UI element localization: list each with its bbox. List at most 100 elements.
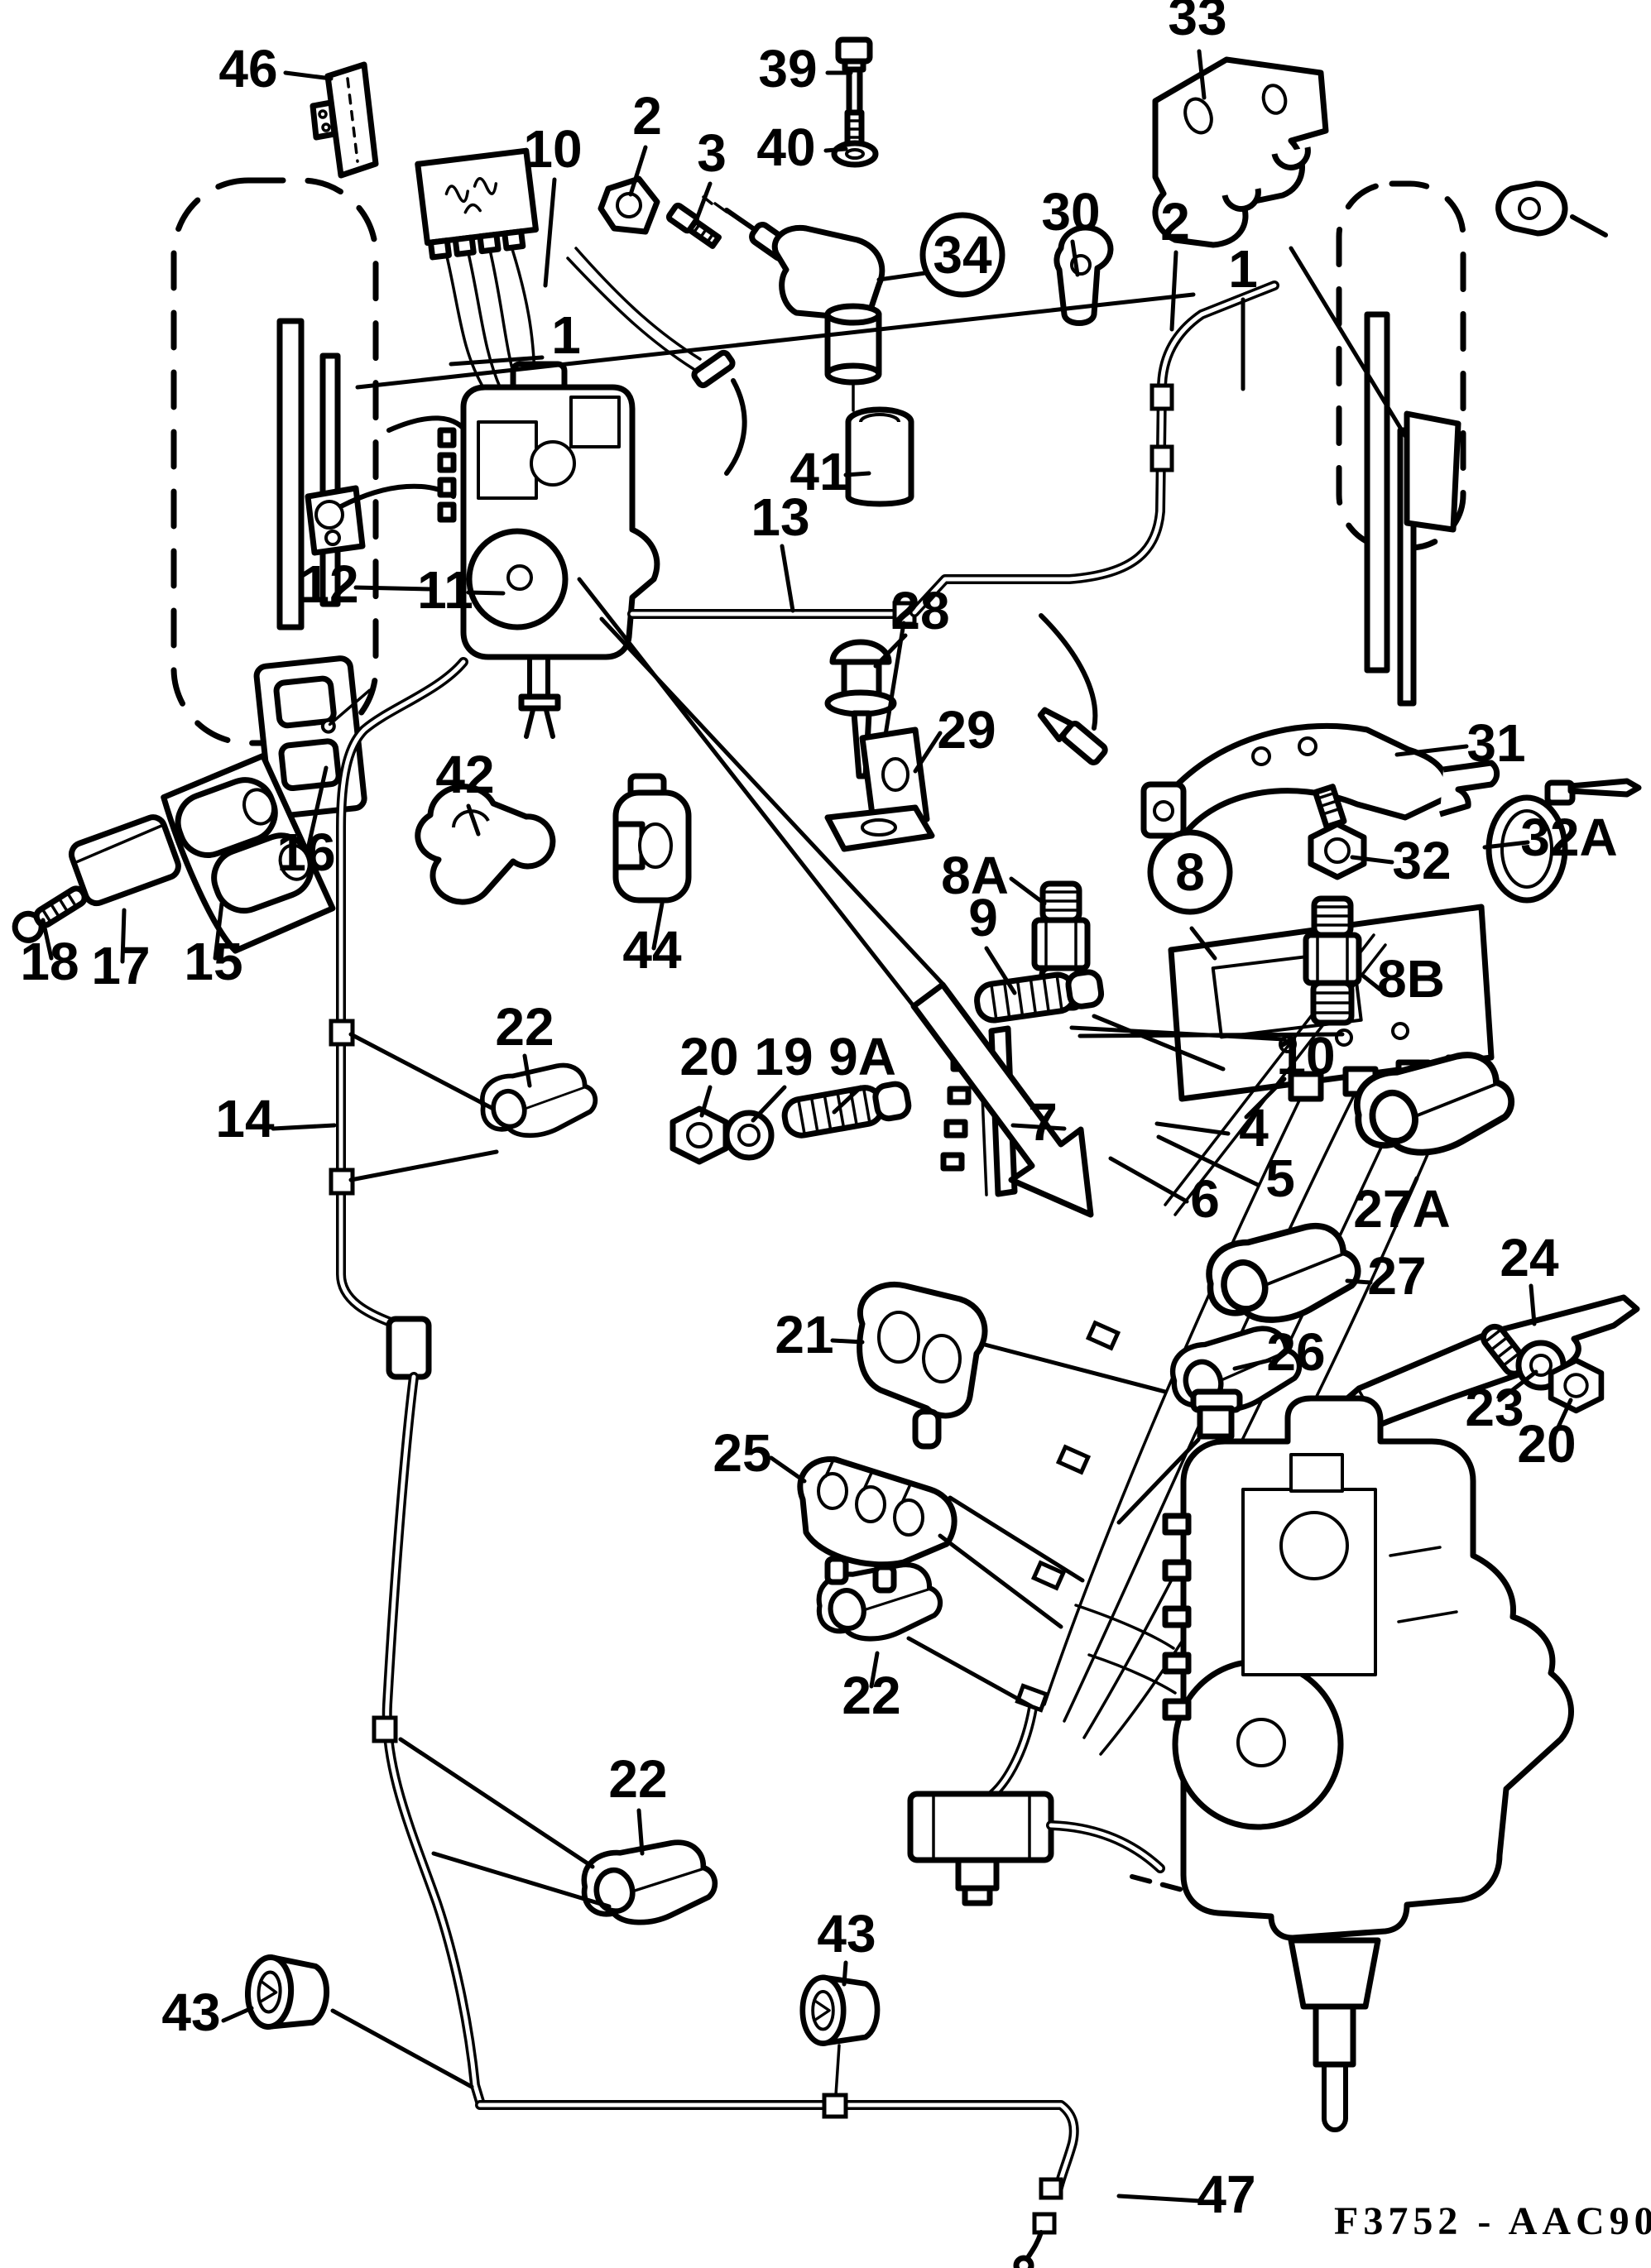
sleeve-41: [845, 406, 914, 507]
pipe-connector-box: [415, 147, 747, 476]
leader-line: [1116, 2194, 1202, 2203]
callout-8A: 8A: [941, 846, 1009, 905]
callout-26: 26: [1266, 1322, 1325, 1382]
clip-22b: [581, 1840, 717, 1926]
callout-22b: 22: [608, 1749, 667, 1809]
leader-line: [283, 70, 334, 81]
bracket-33: [1152, 56, 1329, 248]
callout-8B: 8B: [1377, 949, 1445, 1009]
bracket-29: [824, 726, 935, 852]
leader-line: [842, 1960, 848, 1987]
leader-line: [832, 1085, 863, 1115]
leader-line: [305, 765, 329, 851]
leader-line: [1394, 744, 1469, 757]
callout-2b: 2: [1160, 192, 1190, 252]
callout-1a: 1: [551, 305, 581, 365]
leader-line: [843, 471, 871, 477]
callout-29: 29: [937, 700, 996, 760]
callout-14: 14: [215, 1089, 275, 1148]
callout-20b: 20: [1517, 1414, 1576, 1474]
clamp-44: [612, 773, 692, 904]
leader-line: [780, 544, 795, 613]
leader-line: [1345, 1278, 1373, 1285]
leader-line: [120, 908, 127, 964]
leader-line: [330, 2008, 474, 2089]
right-pipe-bundle: [988, 1082, 1460, 1799]
bushing-43-stem: [834, 2044, 841, 2097]
fitting-8B: [1306, 899, 1359, 1023]
callout-47: 47: [1197, 2165, 1255, 2224]
clip-42: [415, 784, 556, 905]
leader-line: [913, 731, 943, 774]
leader-line: [869, 1651, 880, 1689]
callout-4: 4: [1239, 1098, 1269, 1158]
callout-25: 25: [713, 1423, 771, 1483]
clip-22a: [479, 1062, 598, 1140]
callout-17: 17: [91, 936, 150, 995]
leader-line: [636, 1808, 645, 1856]
callout-10a: 10: [523, 119, 582, 179]
leader-line: [1548, 1398, 1573, 1446]
junction-block: [907, 1791, 1222, 1906]
washer-19: [727, 1113, 771, 1158]
callout-44: 44: [622, 920, 682, 980]
part-46-shield-plate: [310, 61, 379, 179]
callout-20a: 20: [679, 1027, 738, 1086]
grommet-28: [824, 639, 897, 779]
callout-32A: 32A: [1520, 808, 1617, 867]
callout-22a: 22: [495, 997, 554, 1057]
wheel-speed-sensor-34: [702, 195, 885, 412]
leader-line: [543, 177, 557, 288]
callout-1b: 1: [1228, 239, 1258, 299]
leader-line: [823, 146, 848, 153]
leader-line: [522, 1053, 532, 1088]
callout-42: 42: [435, 745, 494, 804]
clamp-25: [797, 1456, 957, 1594]
leader-line: [1482, 840, 1530, 850]
callout-41: 41: [790, 442, 848, 501]
leader-line: [769, 1455, 807, 1484]
callout-22c: 22: [842, 1666, 900, 1725]
leader-line: [699, 1085, 713, 1118]
leader-line: [876, 271, 928, 282]
leader-line: [348, 1149, 499, 1182]
leader-line: [355, 292, 1196, 390]
callout-16: 16: [276, 822, 335, 882]
bolt-39: [835, 36, 873, 151]
leader-line: [271, 1123, 337, 1131]
nut-20a: [673, 1109, 726, 1162]
callout-43b: 43: [817, 1904, 876, 1964]
callout-40: 40: [756, 117, 815, 177]
callout-27: 27: [1367, 1246, 1426, 1306]
leader-line: [1232, 1358, 1272, 1371]
callout-10b: 10: [1276, 1026, 1335, 1086]
screw-18: [12, 885, 88, 943]
clamp-21: [857, 1281, 988, 1450]
leader-line: [1497, 1369, 1538, 1403]
callout-24: 24: [1500, 1228, 1559, 1287]
reference-arrow: [910, 981, 1094, 1218]
brake-pipe-14-run: [329, 657, 485, 2107]
callout-32: 32: [1392, 831, 1451, 890]
leader-line: [1077, 1032, 1345, 1038]
leader-line: [1116, 1437, 1201, 1525]
leader-lines: [41, 49, 1573, 2203]
brake-pipe-13: [627, 281, 1279, 765]
leader-line: [1244, 1076, 1287, 1120]
callout-31: 31: [1466, 713, 1525, 773]
leader-line: [353, 585, 433, 592]
leader-line: [348, 1032, 496, 1111]
callout-5: 5: [1265, 1148, 1295, 1208]
block-17: [68, 814, 181, 907]
leader-line: [1154, 1121, 1231, 1136]
leader-line: [221, 2006, 254, 2023]
callout-15: 15: [184, 932, 242, 991]
leader-line: [466, 590, 506, 596]
callout-23: 23: [1465, 1378, 1524, 1437]
stud-9: [975, 969, 1103, 1022]
callout-3: 3: [697, 123, 727, 183]
leader-line: [948, 1495, 1085, 1583]
leader-line: [1169, 250, 1178, 332]
